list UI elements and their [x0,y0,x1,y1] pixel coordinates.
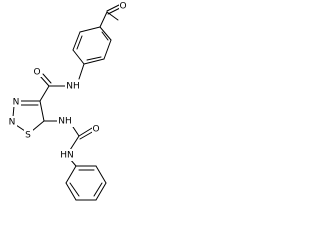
ring-s1-label: S [25,131,31,141]
carbonyl-oxygen-bg [33,66,42,77]
bond-layer [12,4,121,201]
atom-label-layer: O O NH N N S NH O HN [7,0,127,161]
urea-nh2-bg [59,149,76,161]
urea-nh2-label: HN [60,151,74,161]
bond-n2-s1 [15,124,26,132]
bond-ringA-nh [78,63,85,80]
bond-ringB-5-6 [65,182,77,201]
bond-carbonyl-o-1 [39,75,50,87]
bond-s1-c5 [31,120,45,132]
urea-oxygen-label: O [92,125,99,135]
bond-urea-c-o-2 [79,130,95,140]
bond-ringB-6-1 [65,165,77,184]
amide-nh-label: NH [66,82,80,92]
bond-ringA-inner-2 [86,56,102,61]
bond-carbonyl-c4 [39,85,50,102]
ring-n3-bg [11,96,21,107]
bond-ringB-2-3 [95,165,107,184]
urea-oxygen-bg [92,123,101,134]
bond-ringA-2-3 [103,39,112,60]
bond-urea-c-o-1 [78,127,93,137]
bond-ringB-inner-2 [93,182,103,197]
bond-acetyl-c-o-2 [107,7,121,15]
bond-ringA-inner-1 [101,31,109,41]
bond-ringA-4-5 [72,49,85,65]
bond-acetyl-c-methyl [106,11,119,21]
bond-carbonyl-o-2 [42,73,52,84]
molecule-structure-diagram: O O NH N N S NH O HN [7,0,127,201]
amide-nh-bg [65,80,82,92]
bond-ringA-3-4 [83,58,105,65]
urea-nh1-label: NH [58,117,72,127]
bond-ringB-inner-3 [69,182,80,197]
bond-ringA-6-1 [79,26,101,33]
bond-ringA-5-6 [72,31,81,51]
ring-n3-label: N [13,98,20,108]
carbonyl-oxygen-label: O [33,68,40,78]
ring-n2-label: N [9,118,16,128]
bond-c5-c4 [39,100,45,122]
ring-s1-bg [24,129,33,140]
bond-ringA-1-2 [99,26,112,41]
urea-nh1-bg [57,115,74,127]
bond-acetyl-c-ring [99,11,108,28]
bond-ringB-3-4 [95,182,107,201]
ring-n2-bg [7,116,17,127]
bond-acetyl-c-o-1 [106,4,120,12]
acetyl-oxygen-bg [119,0,127,11]
bond-n3-n2 [12,105,15,118]
bond-urea-c-nh [69,135,80,151]
acetyl-oxygen-label: O [119,2,126,12]
bond-ringA-inner-3 [76,35,83,50]
